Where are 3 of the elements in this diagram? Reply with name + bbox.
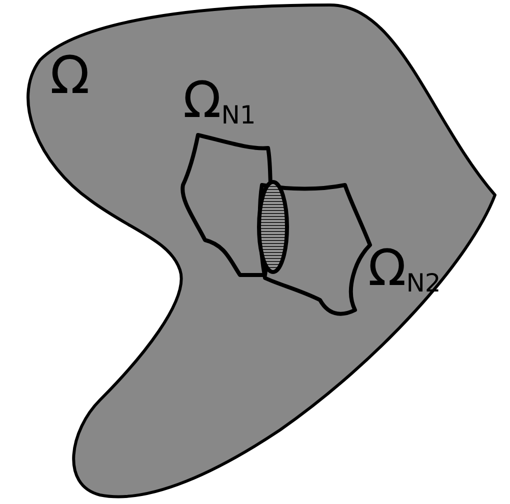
region-label: Ω$_{N1}$	[183, 75, 256, 128]
region-label: Ω	[50, 50, 90, 102]
region-label: Ω$_{N2}$	[368, 243, 441, 296]
